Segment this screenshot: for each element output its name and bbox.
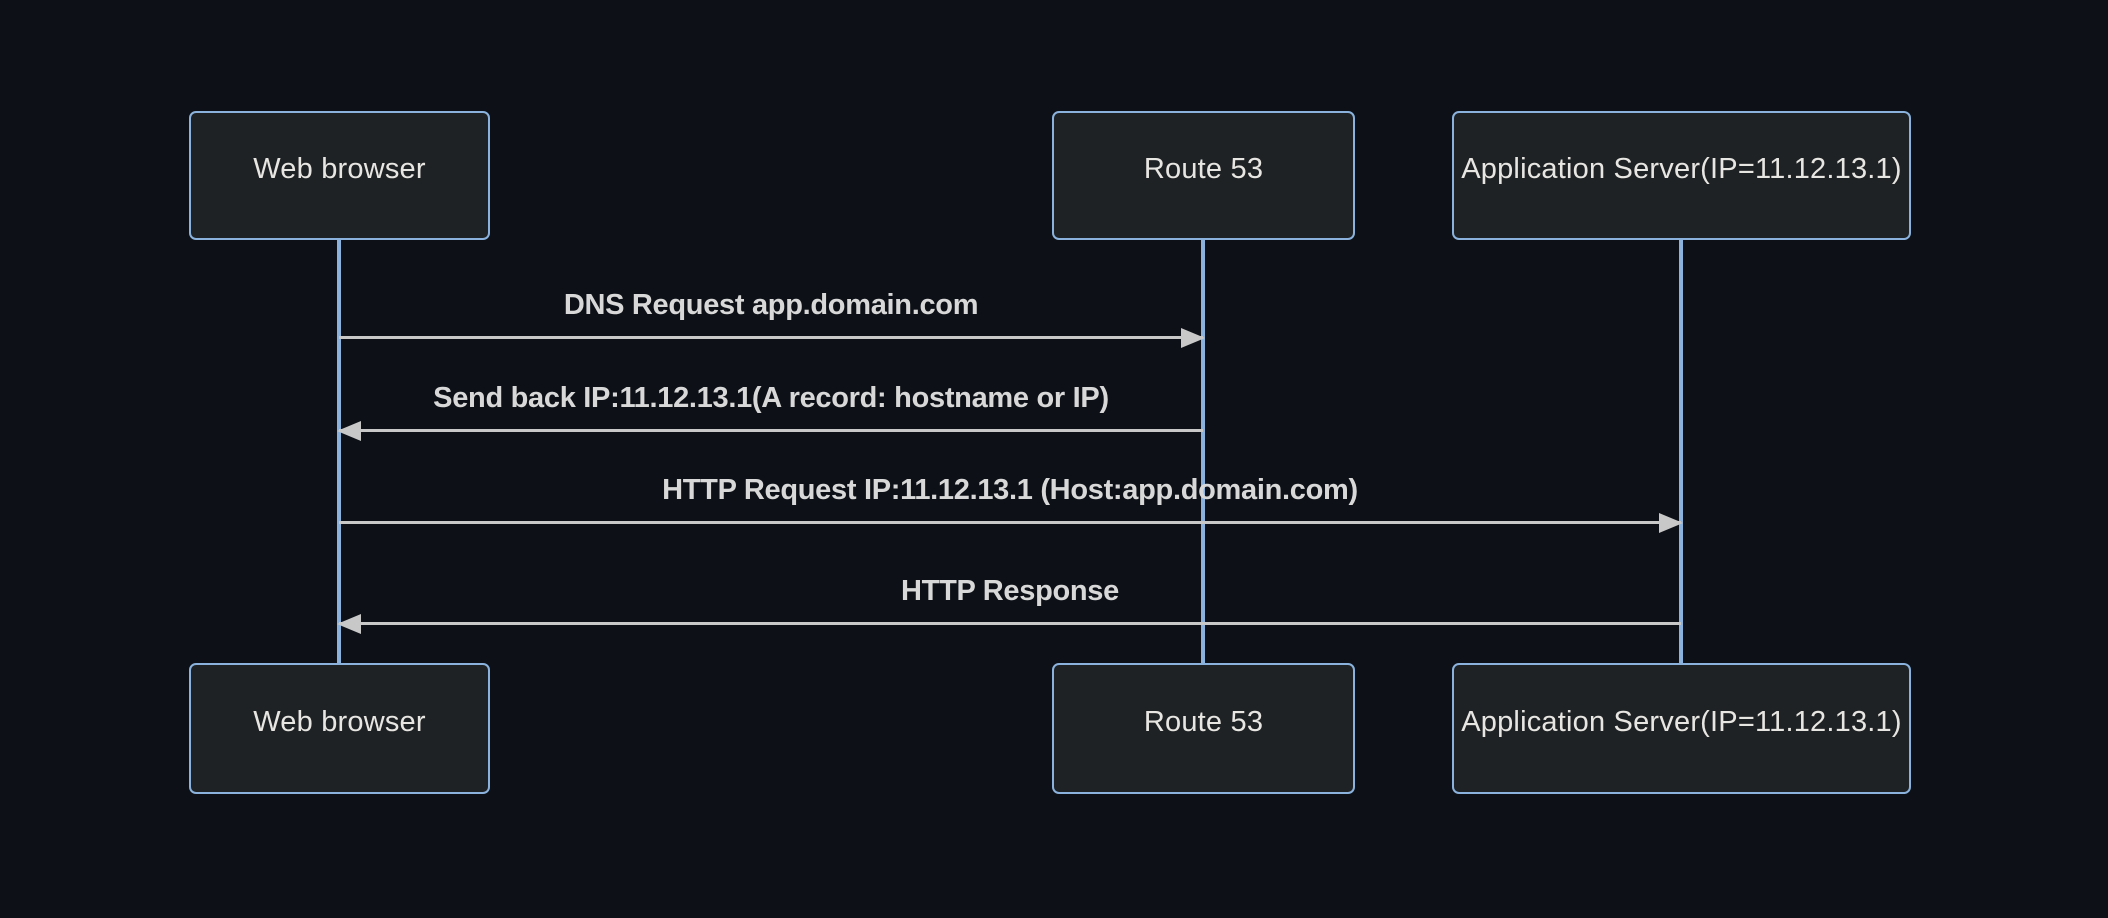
message-http-response: HTTP Response <box>337 569 1681 634</box>
actor-route-53-bottom: Route 53 <box>1052 663 1355 794</box>
actor-label: Application Server(IP=11.12.13.1) <box>1461 706 1902 738</box>
arrowhead-right-icon <box>1181 328 1205 348</box>
message-label: DNS Request app.domain.com <box>563 289 979 321</box>
message-line <box>339 521 1681 524</box>
message-label: Send back IP:11.12.13.1(A record: hostna… <box>433 382 1109 414</box>
message-line <box>339 336 1203 339</box>
actor-label: Application Server(IP=11.12.13.1) <box>1461 153 1902 185</box>
lifeline-route-53 <box>1201 240 1205 664</box>
lifeline-app-server <box>1679 240 1683 664</box>
arrowhead-left-icon <box>337 421 361 441</box>
actor-app-server-bottom: Application Server(IP=11.12.13.1) <box>1452 663 1911 794</box>
actor-label: Route 53 <box>1143 153 1264 185</box>
lifeline-web-browser <box>337 240 341 664</box>
message-http-request: HTTP Request IP:11.12.13.1 (Host:app.dom… <box>339 468 1683 533</box>
message-label: HTTP Request IP:11.12.13.1 (Host:app.dom… <box>662 474 1358 506</box>
message-line <box>339 622 1681 625</box>
actor-label: Web browser <box>253 706 426 738</box>
actor-label: Route 53 <box>1143 706 1264 738</box>
actor-web-browser-bottom: Web browser <box>189 663 490 794</box>
arrowhead-left-icon <box>337 614 361 634</box>
message-label: HTTP Response <box>901 575 1119 607</box>
actor-app-server-top: Application Server(IP=11.12.13.1) <box>1452 111 1911 240</box>
actor-route-53-top: Route 53 <box>1052 111 1355 240</box>
message-send-back-ip: Send back IP:11.12.13.1(A record: hostna… <box>337 376 1203 441</box>
message-dns-request: DNS Request app.domain.com <box>339 283 1205 348</box>
actor-label: Web browser <box>253 153 426 185</box>
actor-web-browser-top: Web browser <box>189 111 490 240</box>
arrowhead-right-icon <box>1659 513 1683 533</box>
message-line <box>339 429 1203 432</box>
